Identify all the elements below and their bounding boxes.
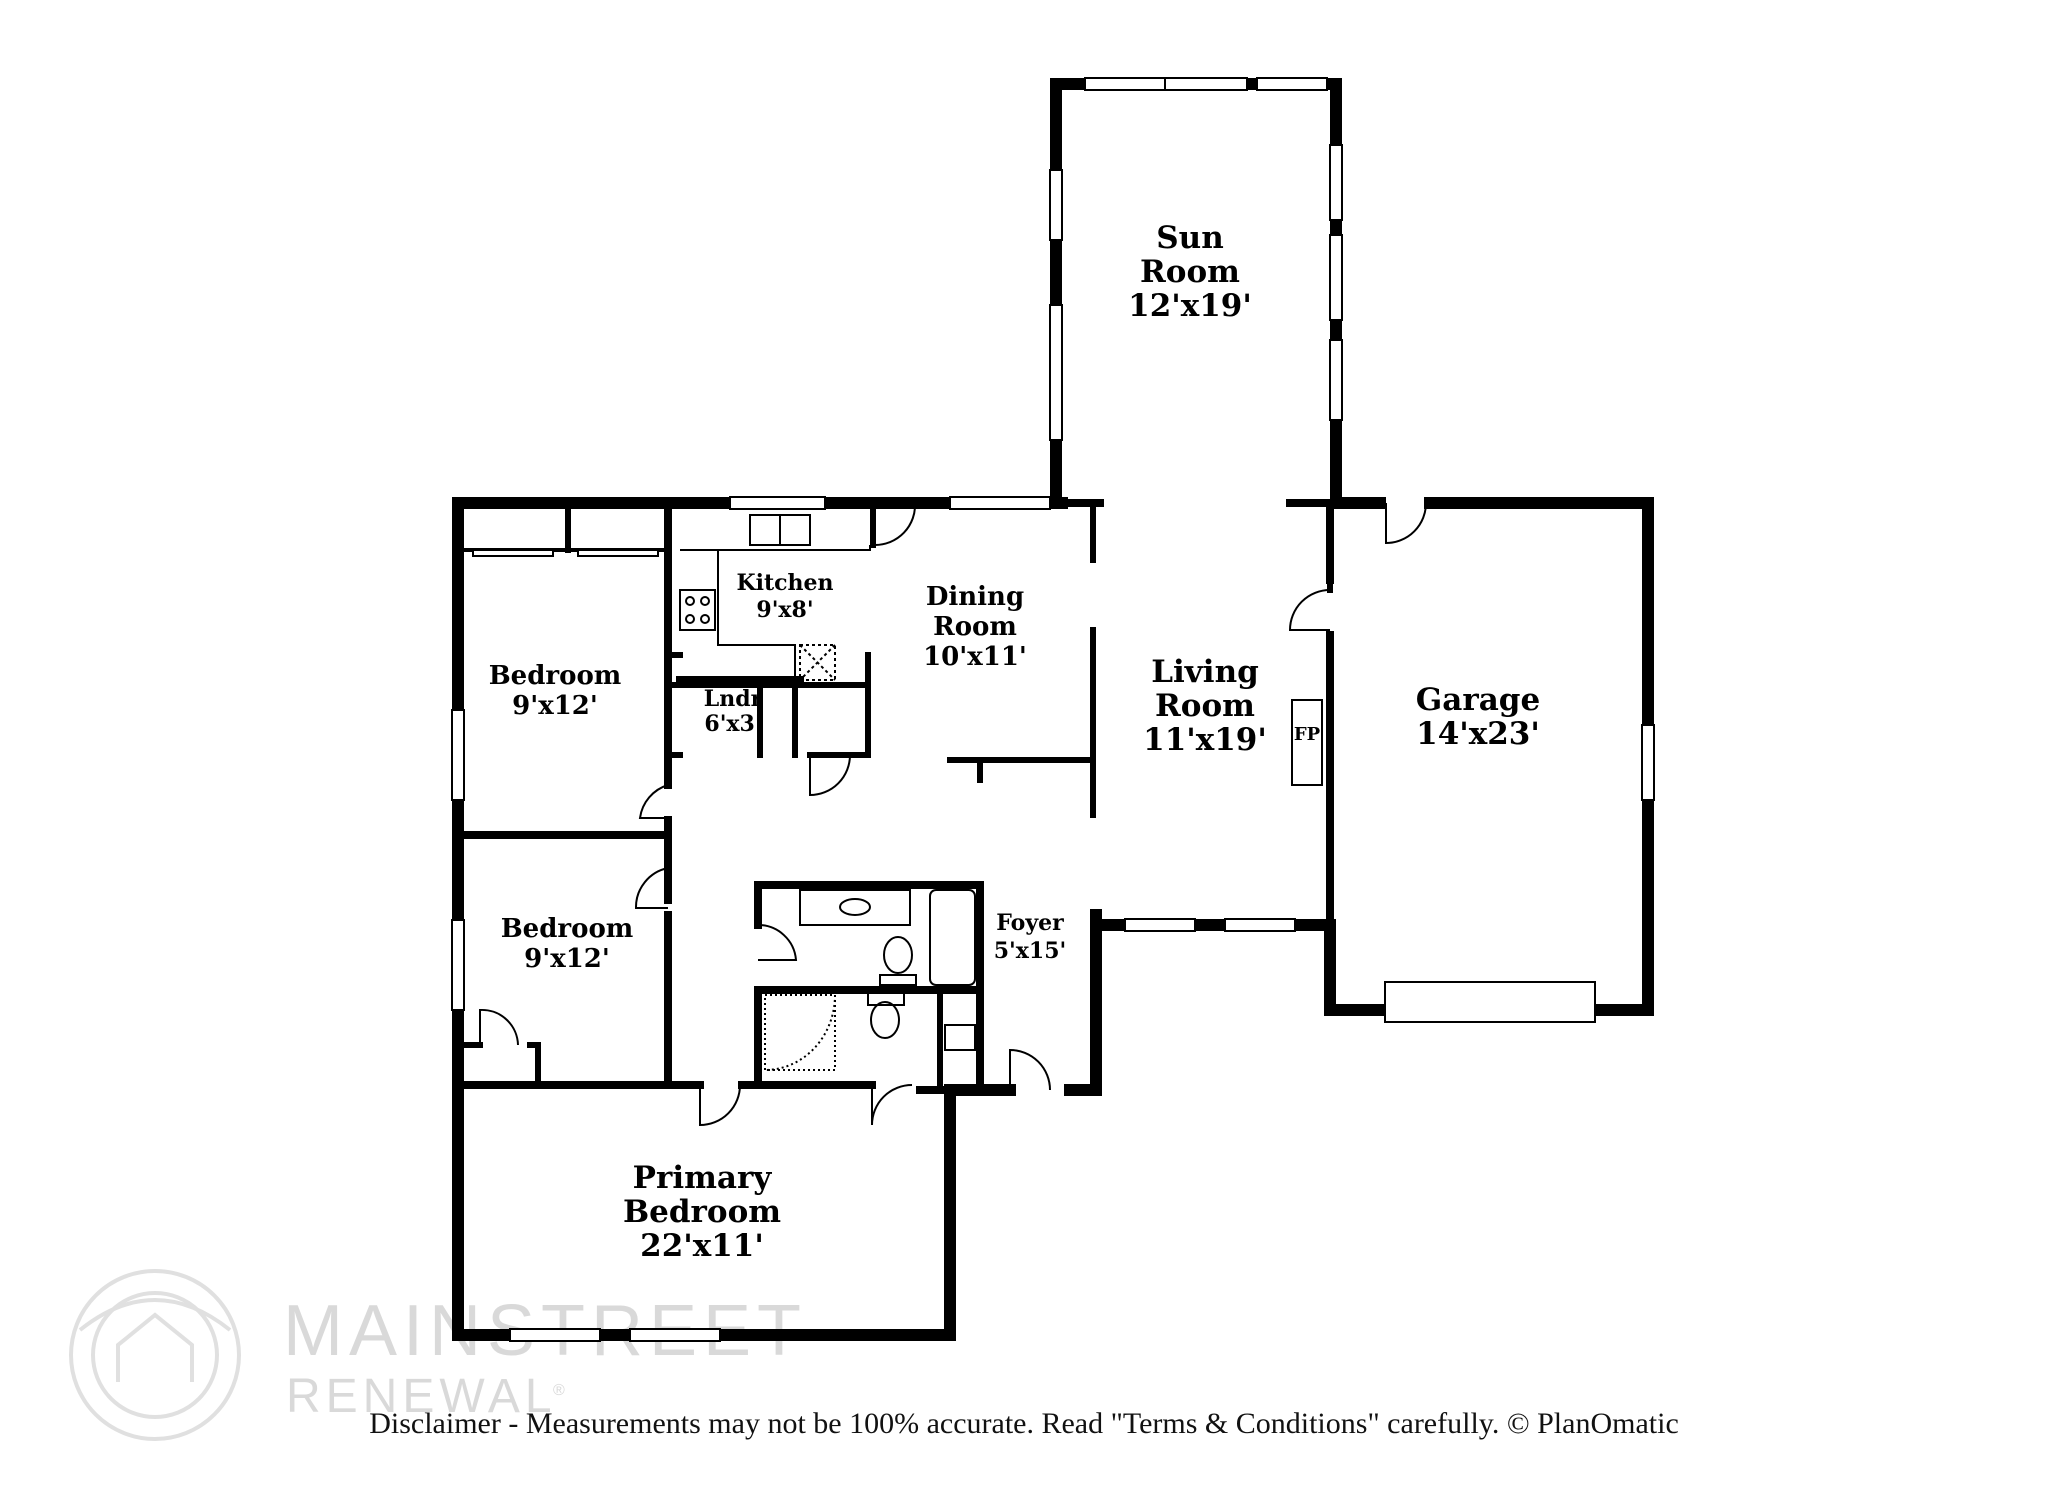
fridge-icon [799,644,836,681]
fireplace-icon [1291,699,1323,786]
primary-bedroom-name-2: Bedroom [623,1194,781,1230]
bedroom-1-name: Bedroom [489,661,622,691]
dining-room-size: 10'x11' [923,642,1027,672]
toilet-icon [883,936,913,974]
living-garage-door [1288,589,1331,631]
bedroom-2-name: Bedroom [501,914,634,944]
garage-size: 14'x23' [1416,716,1540,752]
dining-exterior-door [874,502,917,547]
kitchen-size: 9'x8' [756,597,813,623]
room-labels: Sun Room 12'x19' Kitchen 9'x8' Dining Ro… [489,220,1540,1264]
bath1-door [757,923,798,961]
disclaimer: Disclaimer - Measurements may not be 100… [369,1407,1679,1440]
laundry-closet-door [809,754,851,797]
bedroom1-door [638,784,669,819]
sun-room-size: 12'x19' [1128,288,1252,324]
sun-room-name-2: Room [1140,254,1240,290]
doors [479,502,1427,1127]
foyer-name: Foyer [996,910,1064,936]
windows [451,77,1655,1342]
kitchen-counter [680,545,871,680]
laundry-name: Lndr [704,686,763,712]
garage-entry-door [1385,502,1427,545]
kitchen-name: Kitchen [736,570,833,596]
fixtures [679,514,1323,1071]
vanity-icon [799,889,911,926]
foyer-size: 5'x15' [994,938,1067,964]
bedroom-1-size: 9'x12' [512,691,598,721]
living-room-name-2: Room [1155,688,1255,724]
living-room-size: 11'x19' [1143,722,1267,758]
living-room-name-1: Living [1151,654,1259,690]
bedroom2-door [634,867,669,909]
corner-shower-icon [764,994,836,1071]
watermark-registered-mark: ® [553,1382,565,1399]
watermark-logo-icon [69,1269,241,1441]
fireplace-label: FP [1294,724,1321,745]
watermark-line2: RENEWAL [286,1370,557,1423]
front-door [1009,1048,1051,1091]
bedroom-2-size: 9'x12' [524,944,610,974]
laundry-size: 6'x3' [704,711,761,737]
bathtub-icon [929,889,976,986]
sun-room-name-1: Sun [1156,220,1223,256]
bedroom2-closet-door [479,1008,519,1046]
garage-name: Garage [1416,682,1540,718]
primary-bedroom-size: 22'x11' [640,1228,764,1264]
dining-room-name-2: Room [933,612,1017,642]
primary-bedroom-name-1: Primary [633,1160,773,1196]
dining-room-name-1: Dining [926,582,1024,612]
bath2-door [871,1084,913,1126]
stove-icon [679,589,716,631]
primary-door [699,1084,741,1127]
